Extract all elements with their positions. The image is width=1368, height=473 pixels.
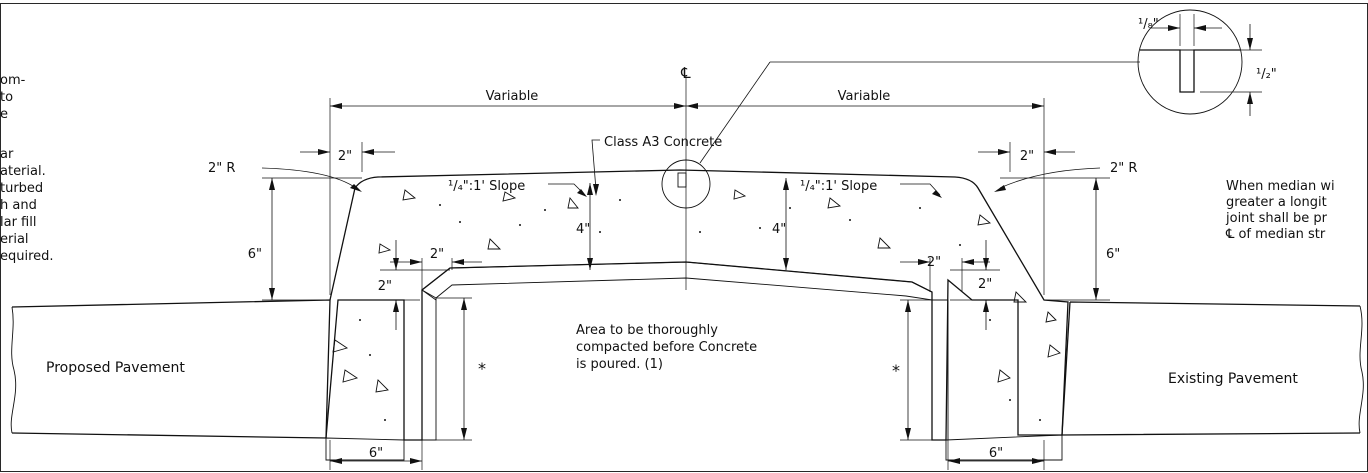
slope-right-label: ¹/₄":1' Slope — [800, 179, 877, 194]
variable-left-label: Variable — [486, 89, 539, 104]
existing-pavement-label: Existing Pavement — [1168, 371, 1298, 387]
compacted-note-line: compacted before Concrete — [576, 340, 757, 355]
inner-top-right-label: 2" — [927, 255, 941, 270]
inner-side-left-label: 2" — [378, 279, 392, 294]
height-left-label: 6" — [248, 247, 262, 262]
left-note-line: e — [0, 107, 8, 122]
compacted-note: Area to be thoroughly compacted before C… — [576, 323, 757, 372]
radius-left-label: 2" R — [208, 161, 235, 176]
concrete-median — [325, 169, 1069, 441]
slope-left-label: ¹/₄":1' Slope — [448, 179, 525, 194]
inner-top-left-label: 2" — [430, 247, 444, 262]
height-dimension-left — [262, 177, 362, 301]
depth-dimension-left — [436, 297, 472, 441]
base-left-label: 6" — [369, 446, 383, 461]
centerline-symbol: ℄ — [680, 64, 691, 82]
nose-top-right-label: 2" — [1020, 149, 1034, 164]
thickness-dimension-left — [587, 183, 593, 270]
thickness-dimension-right — [783, 178, 789, 270]
height-right-label: 6" — [1106, 247, 1120, 262]
inner-dimension-right — [900, 240, 1000, 330]
inner-side-right-label: 2" — [978, 277, 992, 292]
left-note: om- to e ar aterial. turbed h and lar fi… — [0, 73, 54, 264]
asterisk-right: * — [892, 361, 900, 380]
left-note-line: aterial. — [0, 164, 46, 179]
left-note-line: om- — [0, 73, 26, 88]
left-note-line: erial — [0, 232, 29, 247]
right-note-line: ℄ of median str — [1225, 227, 1326, 242]
variable-right-label: Variable — [838, 89, 891, 104]
base-dimension-right — [947, 440, 1045, 470]
compacted-note-line: is poured. (1) — [576, 357, 663, 372]
compacted-fill-hatch — [325, 261, 1063, 461]
proposed-pavement-label: Proposed Pavement — [46, 360, 185, 376]
left-note-line: equired. — [0, 249, 54, 264]
depth-dimension-right — [900, 299, 932, 441]
left-note-line: turbed — [0, 181, 43, 196]
aggregate-marks — [332, 189, 1061, 393]
joint-depth-label: ¹/₂" — [1256, 67, 1277, 82]
inner-dimension-left — [380, 240, 482, 330]
aggregate-dots — [359, 199, 1041, 421]
proposed-pavement-slab — [10, 299, 331, 439]
nose-top-dimension-left — [300, 142, 395, 172]
left-note-line: lar fill — [0, 215, 36, 230]
base-dimension-left — [329, 440, 423, 470]
left-note-line: to — [0, 90, 13, 105]
nose-top-left-label: 2" — [338, 149, 352, 164]
joint-detail — [1137, 9, 1262, 116]
radius-left-leader — [261, 167, 357, 189]
variable-dimension-lines — [329, 98, 1045, 295]
right-note-line: When median wi — [1226, 179, 1335, 194]
joint-width-label: ¹/₈" — [1138, 17, 1159, 32]
joint-callout-circle — [661, 159, 711, 209]
class-a3-label: Class A3 Concrete — [604, 135, 722, 150]
left-note-line: h and — [0, 198, 37, 213]
right-note-line: joint shall be pr — [1225, 211, 1328, 226]
base-right-label: 6" — [989, 446, 1003, 461]
nose-top-dimension-right — [978, 142, 1075, 172]
left-note-line: ar — [0, 147, 14, 162]
height-dimension-right — [1000, 177, 1110, 301]
radius-right-label: 2" R — [1110, 161, 1137, 176]
thickness-right-label: 4" — [772, 222, 786, 237]
compacted-note-line: Area to be thoroughly — [576, 323, 718, 338]
right-note: When median wi greater a longit joint sh… — [1225, 179, 1335, 242]
thickness-left-label: 4" — [576, 222, 590, 237]
joint-callout-leader — [699, 61, 771, 164]
class-a3-leader — [591, 139, 600, 191]
asterisk-left: * — [478, 359, 486, 378]
right-note-line: greater a longit — [1226, 195, 1327, 210]
existing-pavement-slab — [1061, 301, 1364, 436]
radius-right-leader — [999, 167, 1101, 189]
